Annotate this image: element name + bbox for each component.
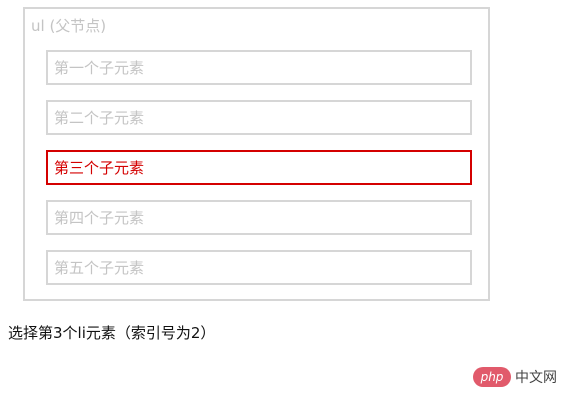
selection-caption: 选择第3个li元素（索引号为2） [8,324,216,342]
child-item-4-label: 第四个子元素 [54,209,145,227]
child-item-1-label: 第一个子元素 [54,59,145,77]
child-item-4: 第四个子元素 [46,200,472,235]
child-item-5-label: 第五个子元素 [54,259,145,277]
child-item-2: 第二个子元素 [46,100,472,135]
child-item-3-label: 第三个子元素 [54,159,145,177]
child-item-5: 第五个子元素 [46,250,472,285]
php-logo: php [473,367,511,387]
child-item-2-label: 第二个子元素 [54,109,145,127]
child-item-1: 第一个子元素 [46,50,472,85]
site-watermark: php 中文网 [473,367,557,387]
parent-label: ul (父节点) [31,17,107,35]
watermark-site-text: 中文网 [515,370,557,386]
parent-ul-box: ul (父节点) 第一个子元素 第二个子元素 第三个子元素 第四个子元素 第五个… [23,7,490,301]
child-item-3-selected: 第三个子元素 [46,150,472,185]
